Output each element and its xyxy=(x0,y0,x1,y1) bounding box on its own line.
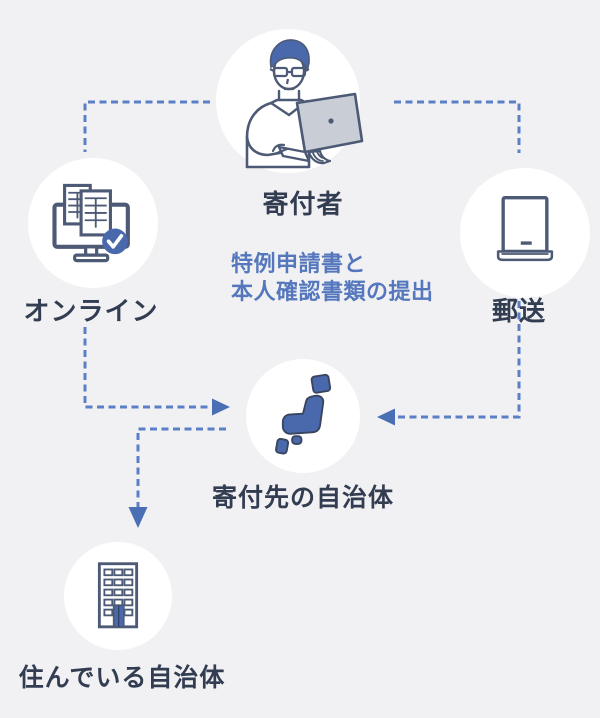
node-mail xyxy=(460,168,590,298)
arrow-right-icon xyxy=(212,398,230,416)
online-application-icon xyxy=(52,183,130,263)
label-home: 住んでいる自治体 xyxy=(18,664,226,692)
arrow-left-icon xyxy=(377,408,395,426)
connector-destination-home xyxy=(128,427,226,528)
caption-line1: 特例申請書と xyxy=(231,251,367,276)
label-online: オンライン xyxy=(23,296,159,326)
connector-online-destination xyxy=(83,327,230,416)
label-destination: 寄付先の自治体 xyxy=(211,484,395,512)
caption: 特例申請書と 本人確認書類の提出 xyxy=(231,250,434,306)
connector-mail-destination xyxy=(377,301,521,426)
japan-map-icon xyxy=(275,373,332,455)
person-laptop-icon xyxy=(245,39,364,169)
mailbox-icon xyxy=(496,196,554,262)
label-donor: 寄付者 xyxy=(262,189,344,219)
arrow-down-icon xyxy=(128,507,148,528)
node-home xyxy=(64,542,172,650)
node-donor xyxy=(216,29,364,173)
caption-line2: 本人確認書類の提出 xyxy=(231,279,434,304)
node-online xyxy=(28,158,158,288)
label-mail: 郵送 xyxy=(491,296,547,326)
building-icon xyxy=(97,562,139,629)
connector-donor-online xyxy=(83,100,210,152)
connector-donor-mail xyxy=(394,100,521,153)
node-destination xyxy=(246,359,360,473)
